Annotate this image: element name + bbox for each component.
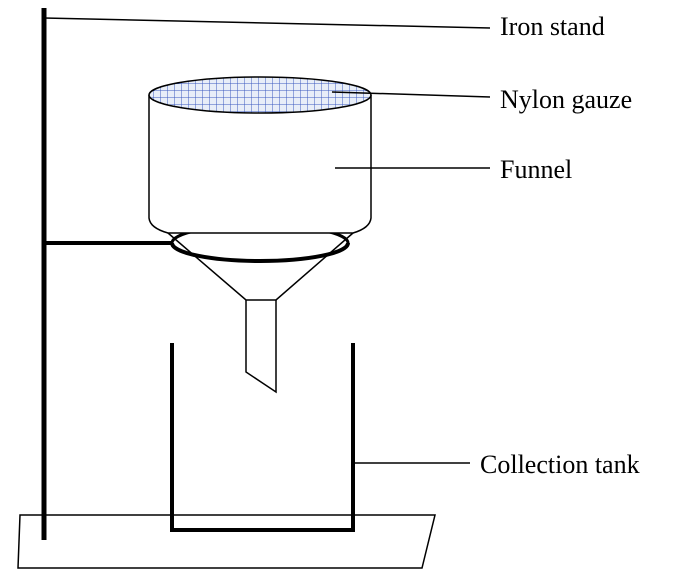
leader-nylon-gauze <box>331 91 491 98</box>
nylon-gauze <box>148 76 372 114</box>
label-nylon-gauze: Nylon gauze <box>500 85 633 114</box>
leader-iron-stand <box>43 17 491 29</box>
label-collection-tank: Collection tank <box>480 450 640 479</box>
ring-support-front <box>170 242 350 263</box>
stand-base-plate <box>17 514 436 569</box>
label-iron-stand: Iron stand <box>500 12 605 41</box>
collection-tank <box>170 343 355 532</box>
funnel-cone <box>167 232 354 301</box>
label-funnel: Funnel <box>500 155 573 184</box>
funnel-cylinder-body <box>148 95 372 234</box>
funnel-stem <box>245 300 277 394</box>
